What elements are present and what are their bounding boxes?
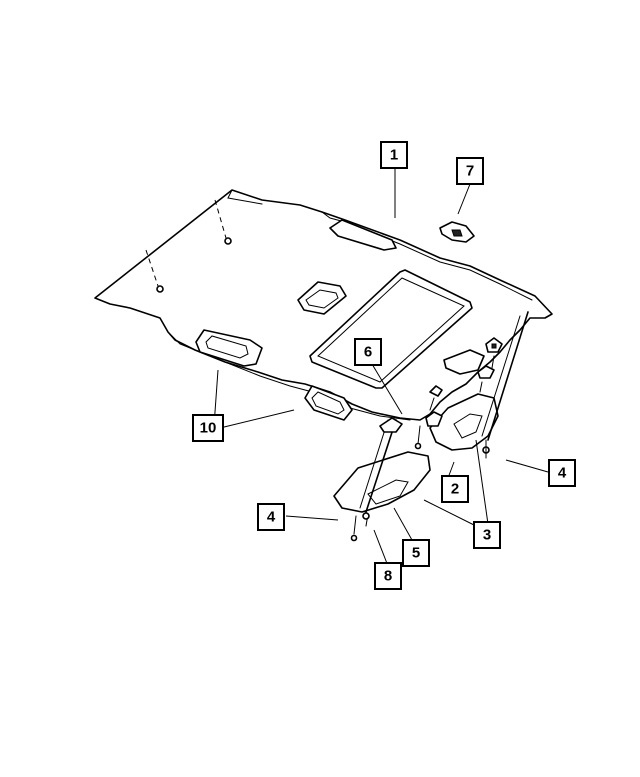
callout-5: 5	[402, 539, 430, 567]
visor-clip-part	[439, 221, 475, 243]
callout-10-label: 10	[200, 420, 217, 437]
callout-4-left-label: 4	[267, 509, 276, 526]
callout-7-label: 7	[466, 163, 474, 180]
callout-3: 3	[473, 521, 501, 549]
left-sun-visor	[333, 417, 431, 542]
callout-1: 1	[380, 141, 408, 169]
callout-4-right: 4	[548, 459, 576, 487]
callout-6-label: 6	[364, 344, 372, 361]
callout-8: 8	[374, 562, 402, 590]
sunroof-opening	[309, 269, 473, 389]
callout-5-label: 5	[412, 545, 420, 562]
callout-1-label: 1	[390, 147, 398, 164]
dome-lamp-opening	[297, 281, 347, 315]
visor-pad	[443, 349, 485, 375]
callout-6: 6	[354, 338, 382, 366]
callout-10: 10	[192, 414, 224, 442]
callout-7: 7	[456, 157, 484, 185]
callout-3-label: 3	[483, 527, 491, 544]
callout-2: 2	[441, 475, 469, 503]
callout-2-label: 2	[451, 481, 459, 498]
right-sun-visor	[414, 311, 529, 459]
callout-4-right-label: 4	[558, 465, 567, 482]
callout-8-label: 8	[384, 568, 392, 585]
grab-handle-bezels	[195, 219, 397, 421]
callout-4-left: 4	[257, 503, 285, 531]
